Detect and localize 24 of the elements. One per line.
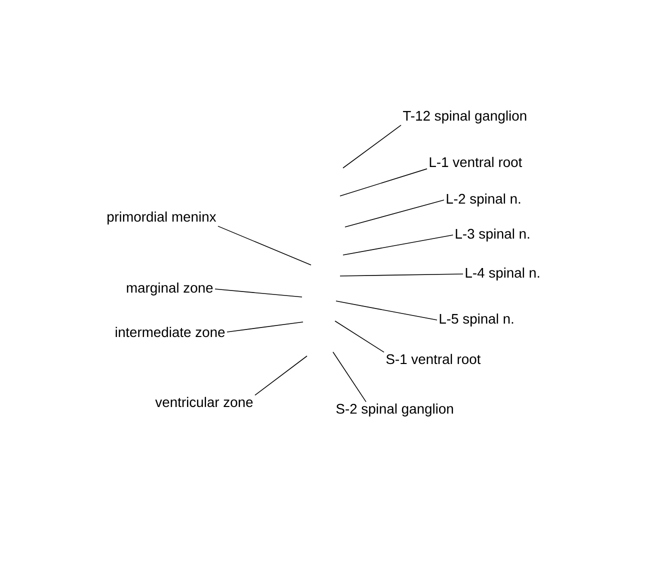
callout-label: T-12 spinal ganglion [403, 110, 526, 124]
callout-label: L-4 spinal n. [466, 268, 540, 280]
callout-label: S-1 ventral root [386, 354, 481, 364]
callout-label: primordial meninx [108, 212, 216, 224]
leader-line [218, 226, 312, 266]
callout-label: L-1 ventral root [430, 156, 522, 168]
callout-label: ventricular zone [155, 396, 253, 408]
leader-line [344, 200, 444, 228]
leader-line [214, 288, 302, 298]
leader-line [334, 320, 384, 353]
leader-line [336, 300, 438, 320]
leader-line [332, 352, 366, 402]
leader-line [340, 168, 428, 196]
callout-label: marginal zone [126, 282, 213, 296]
leader-line [342, 234, 454, 256]
callout-label: L-3 spinal n. [456, 228, 530, 242]
callout-label: L-5 spinal n. [440, 314, 514, 326]
leader-line [340, 274, 464, 276]
leader-line [226, 322, 304, 332]
leader-line [342, 124, 402, 168]
leader-line [254, 356, 308, 396]
callout-label: L-2 spinal n. [446, 194, 520, 206]
callout-label: intermediate zone [116, 326, 225, 338]
callout-label: S-2 spinal ganglion [336, 404, 453, 416]
